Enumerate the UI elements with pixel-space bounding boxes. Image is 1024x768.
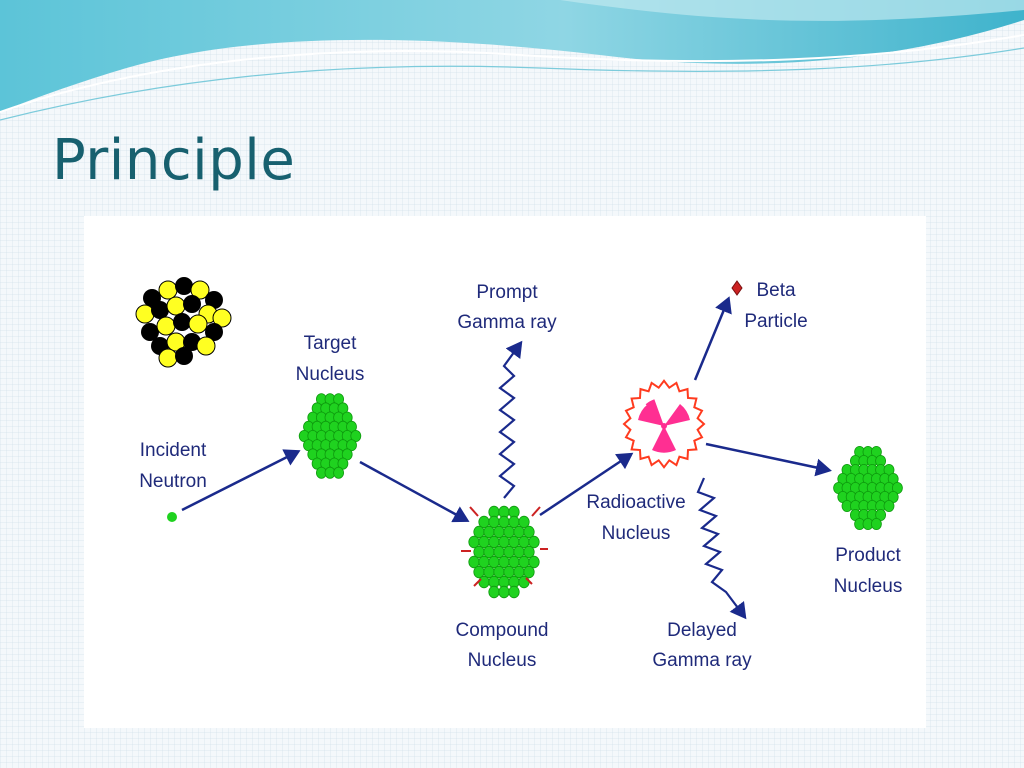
nucleon: [523, 565, 535, 579]
nucleon: [523, 545, 535, 559]
nucleon: [478, 575, 490, 589]
nucleon: [528, 555, 540, 569]
product-nucleus-label-line1: Product: [835, 545, 901, 566]
delayed-gamma-label-line2: Gamma ray: [652, 650, 752, 671]
nucleon: [333, 466, 345, 479]
incident-neutron-label-line1: Incident: [140, 440, 207, 461]
incident-neutron-label-line2: Neutron: [139, 471, 207, 492]
nucleon: [488, 585, 500, 599]
incident-neutron-dot: [167, 512, 177, 522]
delayed-gamma-label-line1: Delayed: [667, 620, 737, 641]
prompt-gamma-label-line1: Prompt: [476, 282, 538, 303]
radioactive-nucleus-label-line1: Radioactive: [586, 492, 685, 513]
target-nucleus: [298, 393, 362, 479]
header-wave-decoration: [0, 0, 1024, 121]
neutron-activation-diagram: Incident Neutron Target Nucleus Compound…: [84, 216, 926, 728]
nucleon: [498, 585, 510, 599]
nucleon: [518, 575, 530, 589]
nucleon: [871, 518, 882, 531]
nucleon: [518, 515, 530, 529]
beta-particle-label-line2: Particle: [744, 311, 807, 332]
beta-particle-icon: [731, 280, 743, 296]
compound-nucleus-excitation-marks: [461, 506, 548, 587]
prompt-gamma-ray-arrow: [498, 340, 523, 499]
nucleon: [523, 525, 535, 539]
compound-to-radioactive-arrow: [539, 452, 634, 517]
radiation-symbol-icon: [638, 399, 690, 453]
radioactive-nucleus-label-line2: Nucleus: [602, 523, 671, 544]
nucleon: [528, 535, 540, 549]
target-nucleus-illustration: [135, 277, 232, 368]
target-nucleus-label-line1: Target: [304, 333, 358, 354]
compound-nucleus-label-line2: Nucleus: [468, 650, 537, 671]
radioactive-to-product-arrow: [705, 442, 832, 477]
target-nucleus-label-line2: Nucleus: [296, 364, 365, 385]
nucleon: [883, 499, 895, 512]
beta-particle-arrow: [693, 296, 732, 381]
beta-particle-label-line1: Beta: [756, 280, 796, 301]
slide-title: Principle: [52, 128, 296, 193]
compound-nucleus: [468, 505, 540, 599]
target-to-compound-arrow: [359, 460, 470, 523]
nucleon: [508, 585, 520, 599]
product-nucleus: [833, 445, 903, 531]
delayed-gamma-ray-arrow: [696, 477, 747, 620]
compound-nucleus-label-line1: Compound: [456, 620, 549, 641]
neutron-to-target-arrow: [181, 449, 301, 512]
product-nucleus-label-line2: Nucleus: [834, 576, 903, 597]
radioactive-nucleus: [622, 379, 706, 469]
diagram-canvas: Incident Neutron Target Nucleus Compound…: [135, 277, 903, 671]
prompt-gamma-label-line2: Gamma ray: [457, 312, 557, 333]
